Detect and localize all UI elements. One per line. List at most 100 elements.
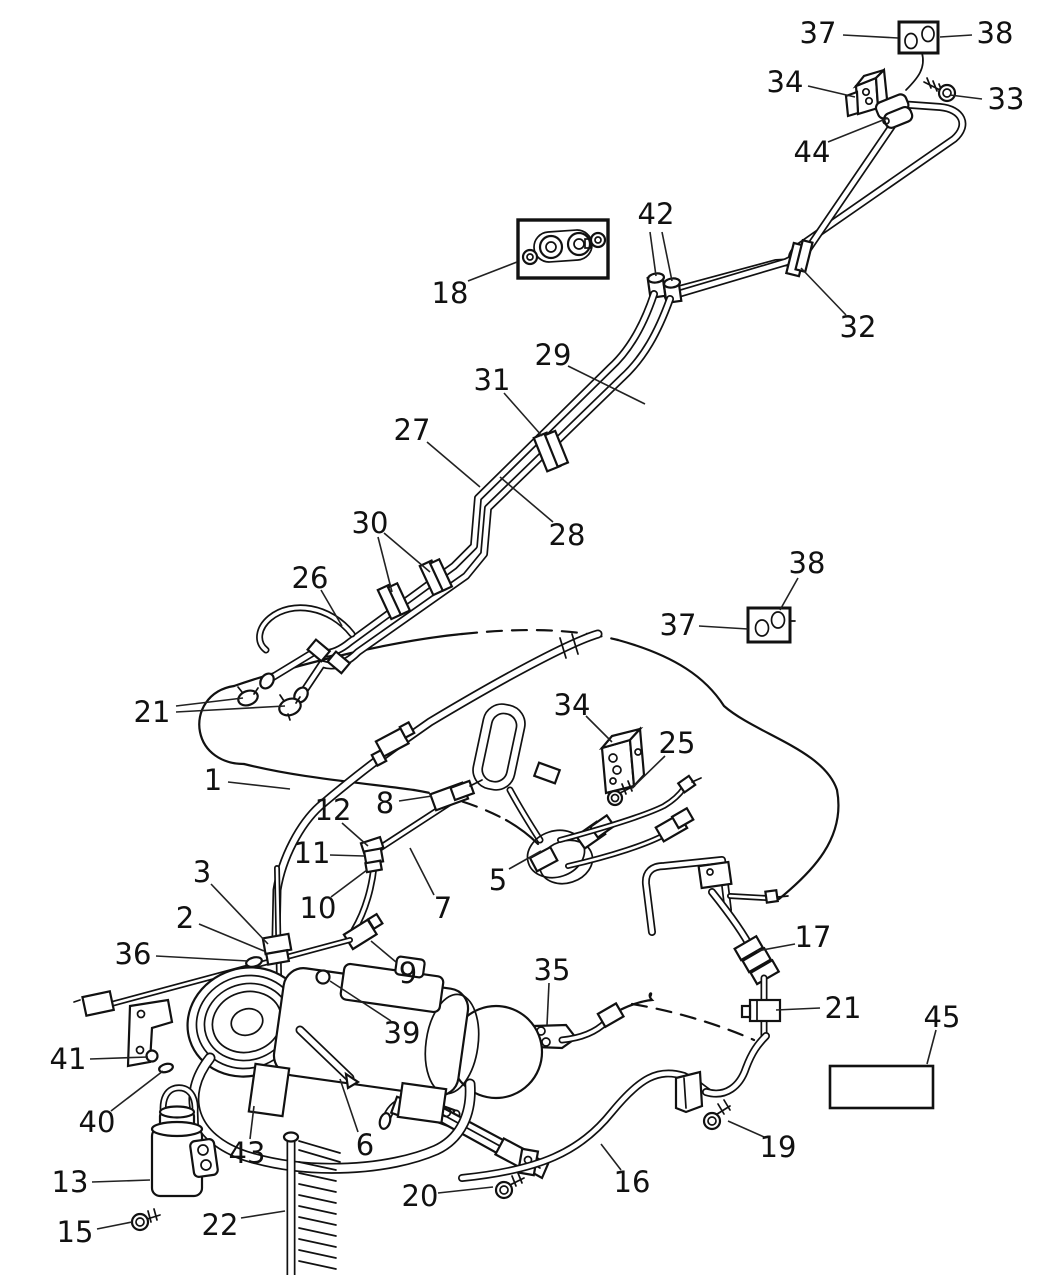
callout-leader-33 — [949, 94, 983, 100]
callout-label-13: 13 — [52, 1165, 89, 1199]
expansion-valve-34 — [598, 726, 646, 795]
callout-leader-18 — [467, 261, 518, 282]
callout-label-21: 21 — [825, 991, 862, 1025]
callout-leader-27 — [426, 441, 481, 488]
callout-leader-30 — [377, 536, 393, 593]
suction-hose-1 — [271, 629, 603, 943]
callout-label-12: 12 — [315, 793, 352, 827]
callout-label-20: 20 — [402, 1179, 439, 1213]
callout-leader-32 — [800, 267, 847, 316]
callout-leader-26 — [320, 589, 343, 627]
callout-label-11: 11 — [294, 836, 331, 870]
callout-label-45: 45 — [924, 1000, 961, 1034]
callout-label-25: 25 — [659, 726, 696, 760]
callout-leader-7 — [409, 847, 435, 896]
callout-leader-8 — [398, 795, 433, 802]
callout-leader-21 — [175, 705, 286, 713]
oring-kit-box-mid — [746, 606, 796, 644]
callout-leader-11 — [329, 854, 365, 857]
callout-label-35: 35 — [534, 953, 571, 987]
elbow-fitting-44 — [874, 93, 914, 129]
left-bracket-41-40 — [126, 998, 174, 1074]
callout-label-30: 30 — [352, 506, 389, 540]
pipe-clamp-32 — [784, 238, 814, 278]
callout-label-33: 33 — [988, 82, 1025, 116]
callout-label-34: 34 — [554, 688, 591, 722]
heater-loop — [472, 703, 562, 844]
callout-leader-42 — [661, 231, 673, 282]
callout-leader-34 — [585, 715, 613, 743]
callout-leader-15 — [96, 1221, 133, 1230]
bolt-33 — [923, 77, 957, 103]
callout-leader-17 — [756, 943, 796, 952]
callout-label-39: 39 — [384, 1016, 421, 1050]
hose-coil-5 — [526, 774, 702, 885]
callout-leader-40 — [110, 1070, 164, 1112]
callout-label-22: 22 — [202, 1208, 239, 1242]
condenser-22 — [282, 1131, 341, 1275]
callout-leader-19 — [727, 1120, 765, 1138]
callout-label-42: 42 — [638, 197, 675, 231]
callout-label-41: 41 — [50, 1042, 87, 1076]
callout-leader-25 — [630, 755, 666, 790]
callout-label-16: 16 — [614, 1165, 651, 1199]
callout-leader-34 — [807, 85, 856, 98]
callout-leader-21 — [775, 1007, 821, 1011]
callout-label-9: 9 — [399, 956, 417, 990]
callout-label-38: 38 — [789, 546, 826, 580]
callout-label-26: 26 — [292, 561, 329, 595]
callout-leader-29 — [567, 365, 646, 405]
callout-label-8: 8 — [376, 786, 394, 820]
hose-clamp-21-right — [740, 974, 782, 1040]
callout-leader-2 — [198, 923, 265, 952]
oring-kit-box-top — [897, 20, 940, 91]
callout-label-7: 7 — [434, 891, 452, 925]
callout-leader-38 — [939, 34, 973, 38]
callout-leader-42 — [649, 231, 657, 277]
blank-label-box-45 — [828, 1064, 935, 1110]
callout-label-31: 31 — [474, 363, 511, 397]
callout-label-2: 2 — [176, 901, 194, 935]
callout-leader-44 — [827, 117, 889, 143]
callout-leader-30 — [383, 532, 431, 573]
callout-label-19: 19 — [760, 1130, 797, 1164]
callout-leader-20 — [437, 1186, 494, 1194]
top-pipe-run — [664, 100, 967, 301]
callout-label-44: 44 — [794, 135, 831, 169]
callout-label-37: 37 — [800, 16, 837, 50]
callout-leader-38 — [779, 577, 799, 611]
callout-label-18: 18 — [432, 276, 469, 310]
callout-label-1: 1 — [204, 763, 222, 797]
compressor — [186, 865, 544, 1125]
callout-leader-45 — [926, 1029, 937, 1065]
callout-leader-35 — [546, 982, 550, 1026]
callout-label-34: 34 — [767, 65, 804, 99]
callout-label-43: 43 — [229, 1136, 266, 1170]
callout-leader-41 — [89, 1056, 149, 1060]
callout-leader-31 — [503, 392, 543, 437]
callout-label-32: 32 — [840, 310, 877, 344]
callout-label-37: 37 — [660, 608, 697, 642]
receiver-drier-13 — [150, 1084, 219, 1198]
callout-leader-10 — [330, 869, 368, 898]
bracket-hose-35 — [527, 992, 756, 1050]
callout-label-6: 6 — [356, 1128, 374, 1162]
callout-leader-9 — [370, 940, 397, 963]
callout-leader-37 — [842, 34, 899, 39]
callout-label-3: 3 — [193, 855, 211, 889]
callout-leader-28 — [499, 476, 554, 523]
callout-leader-39 — [329, 980, 392, 1022]
bolt-20 — [494, 1172, 525, 1200]
callout-leader-36 — [155, 955, 249, 962]
callout-leader-12 — [341, 822, 369, 847]
callout-label-10: 10 — [300, 891, 337, 925]
bracket-frame-17 — [641, 856, 789, 986]
callout-label-5: 5 — [489, 863, 507, 897]
bolt-19 — [702, 1099, 731, 1131]
callout-leader-16 — [600, 1143, 622, 1171]
hose-clamps-21-left — [237, 686, 302, 721]
callout-leader-22 — [240, 1210, 286, 1219]
callout-leader-21 — [175, 697, 244, 707]
